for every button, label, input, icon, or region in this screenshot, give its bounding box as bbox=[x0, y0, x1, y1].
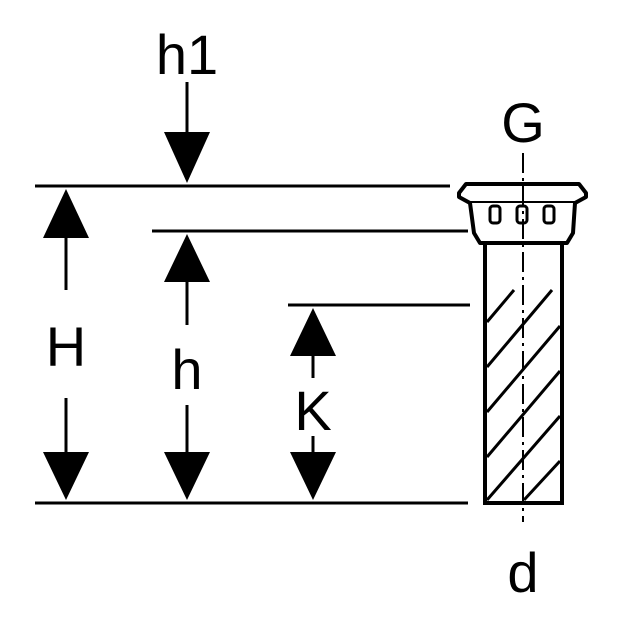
collar-slot-left bbox=[488, 204, 502, 225]
H-arrow-up-head bbox=[43, 189, 89, 238]
h-arrow-up-head bbox=[164, 234, 210, 282]
h-arrow-down-head bbox=[164, 452, 210, 500]
h1-arrow-head bbox=[164, 132, 210, 183]
H-arrow-down-head bbox=[43, 452, 89, 500]
label-G: G bbox=[501, 91, 545, 154]
K-arrow-up-head bbox=[290, 308, 336, 356]
label-h: h bbox=[171, 338, 202, 401]
label-d: d bbox=[507, 541, 538, 604]
label-h1: h1 bbox=[156, 23, 218, 86]
label-K: K bbox=[294, 379, 331, 442]
label-H: H bbox=[46, 315, 86, 378]
K-arrow-down-head bbox=[290, 452, 336, 500]
collar-slot-right bbox=[542, 204, 556, 225]
